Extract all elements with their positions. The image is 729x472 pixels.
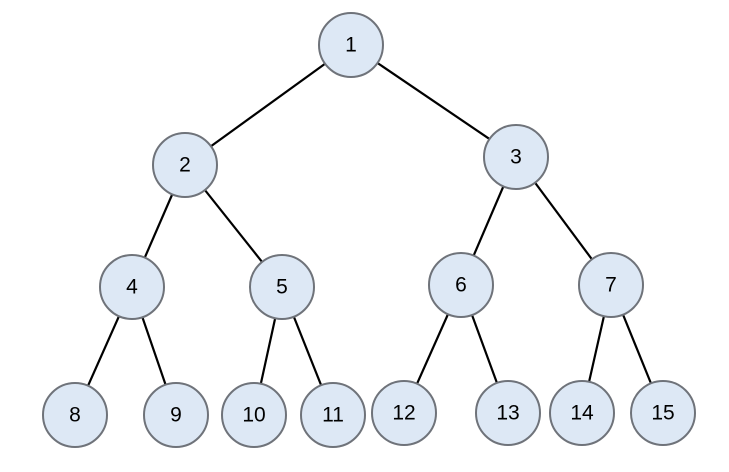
tree-node-9: 9 (143, 382, 209, 448)
edge-n1-n3 (350, 44, 517, 158)
node-circle (99, 254, 165, 320)
node-circle (143, 382, 209, 448)
node-label: 15 (651, 402, 674, 425)
node-label: 1 (345, 34, 357, 57)
node-circle (221, 382, 287, 448)
node-circle (549, 380, 615, 446)
node-label: 10 (242, 404, 265, 427)
node-label: 3 (510, 146, 522, 169)
node-circle (371, 380, 437, 446)
node-circle (300, 382, 366, 448)
node-circle (630, 380, 696, 446)
node-circle (578, 252, 644, 318)
node-label: 13 (496, 402, 519, 425)
node-circle (42, 382, 108, 448)
node-label: 2 (179, 154, 191, 177)
tree-node-3: 3 (483, 124, 549, 190)
node-circle (475, 380, 541, 446)
tree-node-10: 10 (221, 382, 287, 448)
node-circle (152, 132, 218, 198)
node-circle (318, 12, 384, 78)
node-label: 8 (69, 404, 81, 427)
node-circle (249, 254, 315, 320)
node-label: 9 (170, 404, 182, 427)
node-label: 14 (570, 402, 594, 425)
tree-node-12: 12 (371, 380, 437, 446)
node-label: 5 (276, 276, 288, 299)
tree-node-6: 6 (428, 252, 494, 318)
node-circle (483, 124, 549, 190)
tree-node-5: 5 (249, 254, 315, 320)
node-label: 6 (455, 274, 467, 297)
edge-n1-n2 (184, 44, 352, 166)
tree-node-7: 7 (578, 252, 644, 318)
tree-node-8: 8 (42, 382, 108, 448)
tree-node-14: 14 (549, 380, 615, 446)
tree-node-15: 15 (630, 380, 696, 446)
edges-layer (73, 44, 665, 416)
tree-node-4: 4 (99, 254, 165, 320)
node-label: 7 (605, 274, 617, 297)
node-label: 4 (126, 276, 138, 299)
tree-node-13: 13 (475, 380, 541, 446)
tree-node-11: 11 (300, 382, 366, 448)
node-label: 11 (322, 404, 344, 427)
tree-node-2: 2 (152, 132, 218, 198)
node-label: 12 (392, 402, 415, 425)
node-circle (428, 252, 494, 318)
tree-node-1: 1 (318, 12, 384, 78)
